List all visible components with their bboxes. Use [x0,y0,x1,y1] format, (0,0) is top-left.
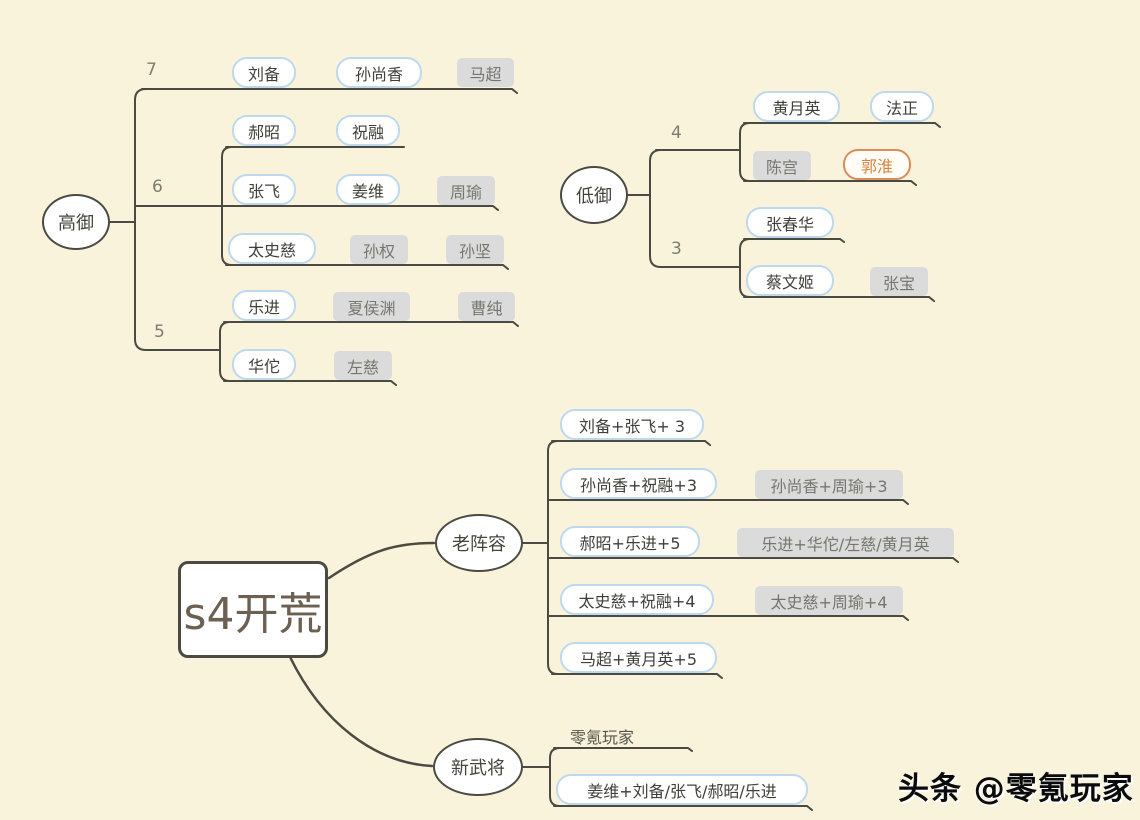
node-new-warrior[interactable]: 新武将 [433,738,523,796]
line-new-combo [553,805,813,811]
node-combo-sunshangxiang-zhurong[interactable]: 孙尚香+祝融+3 [560,468,717,499]
curve-old-lineup [327,541,436,580]
trunk-branch5 [219,321,231,382]
trunk-gaoyu [134,88,221,351]
node-zhangfei[interactable]: 张飞 [232,174,296,205]
node-huangyueying[interactable]: 黄月英 [753,91,840,122]
node-lejin[interactable]: 乐进 [232,290,296,321]
node-combo-haozhao-lejin[interactable]: 郝昭+乐进+5 [560,526,700,557]
line-row5a [223,321,519,327]
toutiao-watermark: 头条 @零氪玩家 [898,771,1134,807]
node-liubei[interactable]: 刘备 [232,57,296,88]
node-machao[interactable]: 马超 [457,58,514,87]
node-jiangwei[interactable]: 姜维 [336,174,400,205]
branch-label-4[interactable]: 4 [671,123,682,143]
branch-label-6[interactable]: 6 [152,177,163,197]
node-combo-machao-huangyueying[interactable]: 马超+黄月英+5 [560,642,717,673]
line-row7 [141,88,518,94]
node-taishici[interactable]: 太史慈 [228,233,316,264]
root-node-s4[interactable]: s4开荒 [178,561,328,658]
trunk-branch3 [739,238,751,298]
line-row6c [225,264,509,270]
node-caochun[interactable]: 曹纯 [458,292,515,321]
trunk-branch4 [739,122,751,182]
branch-label-7[interactable]: 7 [146,60,157,80]
node-chengong[interactable]: 陈宫 [753,151,811,180]
node-gaoyu[interactable]: 高御 [42,194,110,250]
node-zhouyu[interactable]: 周瑜 [437,176,495,205]
node-sunshangxiang[interactable]: 孙尚香 [336,57,422,88]
line-row5b [223,380,397,386]
node-fazheng[interactable]: 法正 [870,91,934,122]
curve-new-warrior [288,655,434,768]
note-free-player[interactable]: 零氪玩家 [570,728,635,747]
node-zuoci[interactable]: 左慈 [334,351,392,380]
node-combo-liubei-zhangfei[interactable]: 刘备+张飞+ 3 [560,409,704,440]
node-old-lineup[interactable]: 老阵容 [435,514,523,572]
node-zhurong[interactable]: 祝融 [336,115,400,146]
node-sunjian[interactable]: 孙坚 [446,235,504,264]
line-old-r2 [547,499,909,505]
line-new-note [553,747,693,752]
line-row3b [743,296,935,302]
node-sunquan[interactable]: 孙权 [350,235,408,264]
node-combo-lejin-alternatives[interactable]: 乐进+华佗/左慈/黄月英 [737,528,954,557]
line-old-r1 [551,440,711,446]
node-haozhao[interactable]: 郝昭 [232,115,296,146]
branch-label-3[interactable]: 3 [671,239,682,259]
line-old-r5 [551,673,723,679]
line-old-r3 [547,557,959,563]
line-row6b [134,205,499,211]
node-combo-taishici-zhurong[interactable]: 太史慈+祝融+4 [560,584,714,615]
node-diyu[interactable]: 低御 [560,166,628,224]
node-zhangbao[interactable]: 张宝 [870,267,928,296]
node-guohuai-highlighted[interactable]: 郭淮 [843,149,911,180]
line-old-r4 [547,615,909,621]
line-row4a [743,122,941,128]
line-row4b [743,180,917,186]
node-caiwenji[interactable]: 蔡文姬 [746,265,834,296]
node-xiahouyuan[interactable]: 夏侯渊 [333,292,410,321]
node-huatuo[interactable]: 华佗 [232,349,296,380]
line-row3a [743,238,845,243]
trunk-new-warrior [549,747,561,807]
branch-label-5[interactable]: 5 [154,322,165,342]
node-combo-taishici-zhouyu[interactable]: 太史慈+周瑜+4 [755,586,903,615]
node-combo-sunshangxiang-zhouyu[interactable]: 孙尚香+周瑜+3 [755,470,903,499]
trunk-diyu [649,149,741,268]
node-zhangchunhua[interactable]: 张春华 [746,207,834,238]
node-combo-jiangwei[interactable]: 姜维+刘备/张飞/郝昭/乐进 [556,774,808,805]
